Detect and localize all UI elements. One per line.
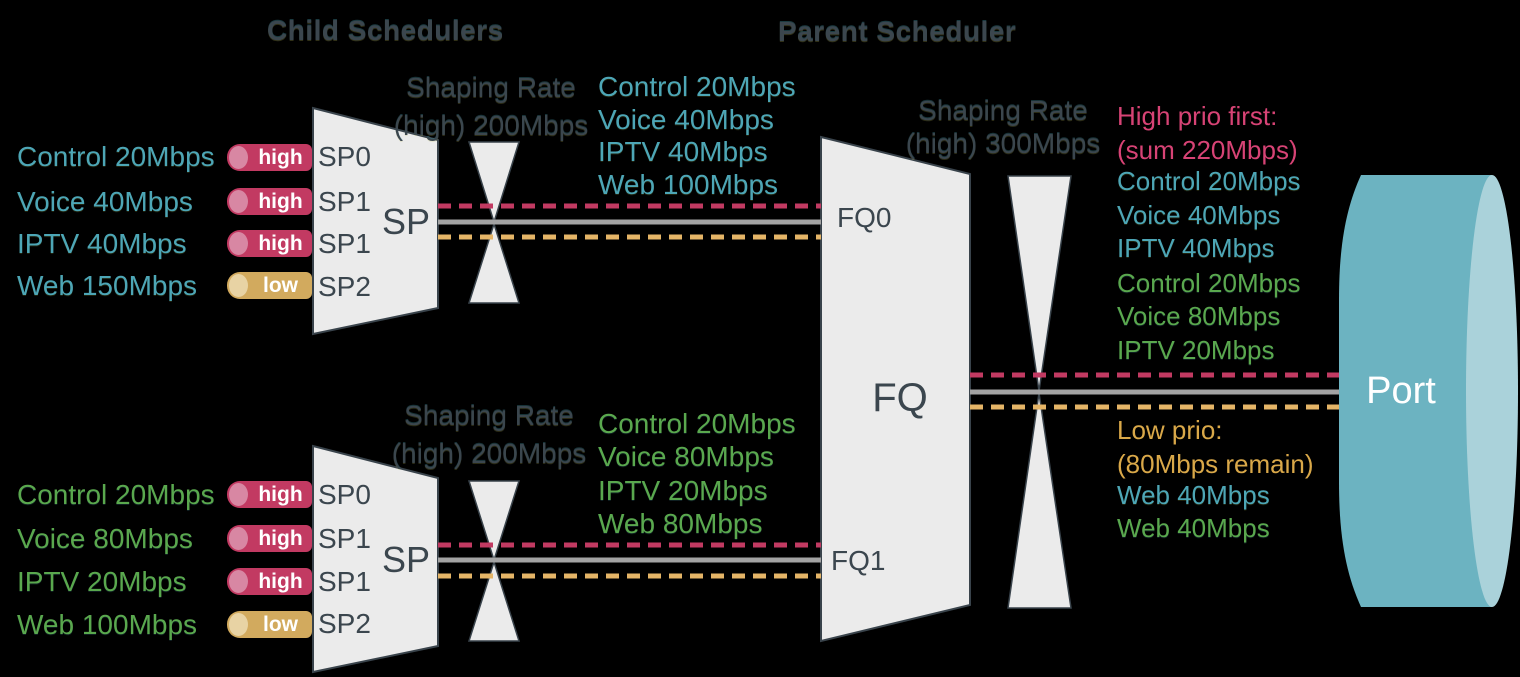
low-prio-item: Web 40Mbps	[1117, 480, 1270, 510]
child2-queue-label: SP1	[318, 566, 371, 597]
child2-queue-label: SP0	[318, 479, 371, 510]
parent-shaping-rate-line1: Shaping Rate	[918, 95, 1088, 126]
parent-scheduler-funnel	[820, 135, 971, 643]
high-prio-item: Voice 40Mbps	[1117, 200, 1281, 230]
child2-output-item: IPTV 20Mbps	[598, 475, 768, 506]
low-prio-item: Web 40Mbps	[1117, 513, 1270, 543]
port-label: Port	[1366, 370, 1436, 412]
child1-shaping-rate-line1: Shaping Rate	[406, 72, 576, 103]
priority-pill-high: high	[227, 230, 312, 257]
pill-cap-ellipse	[229, 570, 248, 593]
child2-shaping-rate-line2: (high) 200Mbps	[391, 438, 587, 469]
priority-pill-label: high	[258, 483, 303, 506]
priority-pill-label: high	[258, 527, 303, 550]
priority-pill-high: high	[227, 481, 312, 508]
priority-pill-label: high	[258, 232, 303, 255]
child2-input-label: Voice 80Mbps	[17, 523, 193, 554]
child2-queue-label: SP1	[318, 523, 371, 554]
parent-scheduler-title: Parent Scheduler	[778, 16, 1017, 47]
child2-input-label: IPTV 20Mbps	[17, 566, 187, 597]
pill-cap-ellipse	[229, 274, 248, 297]
priority-pill-label: high	[258, 146, 303, 169]
high-prio-item: IPTV 20Mbps	[1117, 335, 1275, 365]
high-prio-item: IPTV 40Mbps	[1117, 233, 1275, 263]
parent-shaper-valve-top	[1007, 175, 1072, 392]
child1-input-label: Voice 40Mbps	[17, 186, 193, 217]
child2-shaper-valve-top	[467, 480, 521, 563]
pill-cap-ellipse	[229, 613, 248, 636]
priority-pill-low: low	[227, 272, 312, 299]
priority-pill-low: low	[227, 611, 312, 638]
child1-output-item: Control 20Mbps	[598, 71, 796, 102]
child2-input-label: Control 20Mbps	[17, 479, 215, 510]
child1-queue-label: SP2	[318, 271, 371, 302]
child1-input-label: IPTV 40Mbps	[17, 228, 187, 259]
pill-cap-ellipse	[229, 146, 248, 169]
low-prio-subtitle: (80Mbps remain)	[1117, 449, 1314, 479]
pill-cap-ellipse	[229, 483, 248, 506]
child1-shaper-valve-top	[467, 141, 521, 225]
parent-scheduler-type-label: FQ	[872, 376, 928, 420]
child1-scheduler-funnel	[312, 106, 439, 336]
child1-queue-label: SP1	[318, 186, 371, 217]
priority-pill-label: high	[258, 570, 303, 593]
priority-pill-high: high	[227, 188, 312, 215]
high-prio-subtitle: (sum 220Mbps)	[1117, 135, 1298, 165]
parent-queue-fq0-label: FQ0	[837, 202, 892, 233]
child2-output-item: Control 20Mbps	[598, 408, 796, 439]
port-cylinder-body	[1339, 175, 1492, 607]
high-prio-item: Control 20Mbps	[1117, 268, 1301, 298]
child1-queue-label: SP0	[318, 141, 371, 172]
pill-cap-ellipse	[229, 232, 248, 255]
child1-shaping-rate-line2: (high) 200Mbps	[393, 110, 589, 141]
parent-shaping-rate-line2: (high) 300Mbps	[905, 128, 1101, 159]
priority-pill-label: low	[263, 274, 298, 297]
parent-queue-fq1-label: FQ1	[831, 545, 886, 576]
child1-input-label: Control 20Mbps	[17, 141, 215, 172]
child2-shaping-rate-line1: Shaping Rate	[404, 400, 574, 431]
child2-scheduler-type-label: SP	[381, 539, 431, 580]
port-cylinder-cap	[1466, 175, 1518, 607]
priority-pill-high: high	[227, 525, 312, 552]
child1-output-item: IPTV 40Mbps	[598, 136, 768, 167]
priority-pill-label: low	[263, 613, 298, 636]
child-schedulers-title: Child Schedulers	[267, 15, 504, 46]
child1-output-item: Voice 40Mbps	[598, 104, 774, 135]
child1-output-item: Web 100Mbps	[598, 169, 779, 200]
parent-shaper-valve-bottom	[1007, 392, 1072, 609]
high-prio-item: Voice 80Mbps	[1117, 301, 1281, 331]
low-prio-title: Low prio:	[1117, 415, 1223, 445]
child2-output-item: Web 80Mbps	[598, 508, 763, 539]
child1-queue-label: SP1	[318, 228, 371, 259]
pill-cap-ellipse	[229, 527, 248, 550]
priority-pill-label: high	[258, 190, 303, 213]
child1-shaper-valve-bottom	[467, 221, 521, 304]
child1-scheduler-type-label: SP	[381, 201, 431, 242]
high-prio-item: Control 20Mbps	[1117, 166, 1301, 196]
child2-queue-label: SP2	[318, 608, 371, 639]
child1-input-label: Web 150Mbps	[17, 270, 198, 301]
high-prio-title: High prio first:	[1117, 101, 1278, 131]
priority-pill-high: high	[227, 144, 312, 171]
priority-pill-high: high	[227, 568, 312, 595]
child2-scheduler-funnel	[312, 444, 439, 674]
child2-shaper-valve-bottom	[467, 559, 521, 642]
child2-input-label: Web 100Mbps	[17, 609, 198, 640]
child2-output-item: Voice 80Mbps	[598, 441, 774, 472]
pill-cap-ellipse	[229, 190, 248, 213]
